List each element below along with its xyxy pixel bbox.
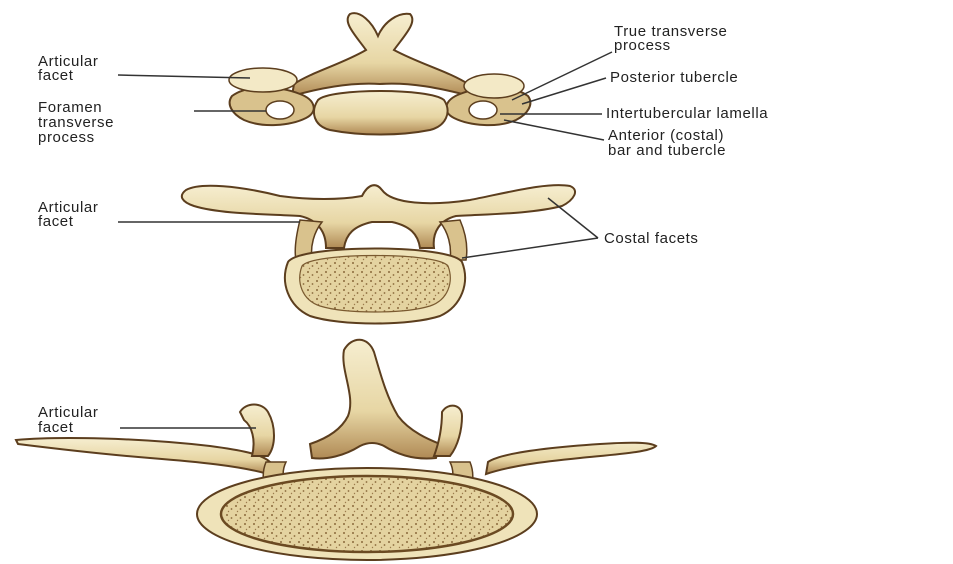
label-thoracic-articular-facet-line2: facet xyxy=(38,214,74,229)
lumbar-body-cancellous xyxy=(221,476,513,552)
leader-true-transverse xyxy=(512,52,612,100)
label-foramen-line1: Foramen xyxy=(38,100,102,115)
label-intertubercular-lamella: Intertubercular lamella xyxy=(606,106,768,121)
thoracic-body-cancellous xyxy=(300,256,451,313)
thoracic-vertebra xyxy=(182,185,575,323)
label-anterior-bar-line1: Anterior (costal) xyxy=(608,128,724,143)
label-foramen-line2: transverse xyxy=(38,115,114,130)
lumbar-right-articular-process xyxy=(434,406,462,456)
cervical-right-articular-facet xyxy=(464,74,524,98)
label-costal-facets: Costal facets xyxy=(604,231,699,246)
label-lumbar-articular-facet-line1: Articular xyxy=(38,405,98,420)
cervical-vertebral-body xyxy=(314,91,448,135)
cervical-vertebra xyxy=(229,13,530,134)
label-anterior-bar-line2: bar and tubercle xyxy=(608,143,726,158)
cervical-right-foramen xyxy=(469,101,497,119)
lumbar-left-articular-process xyxy=(240,405,274,457)
leader-costal-facet-lower xyxy=(462,238,598,258)
leader-posterior-tubercle xyxy=(522,78,606,104)
thoracic-posterior-arch xyxy=(182,185,575,248)
cervical-spinous-process xyxy=(292,13,470,96)
cervical-left-foramen xyxy=(266,101,294,119)
cervical-left-articular-facet xyxy=(229,68,297,92)
label-cervical-articular-facet-line2: facet xyxy=(38,68,74,83)
leader-anterior-bar xyxy=(504,120,604,140)
lumbar-spinous-process xyxy=(310,340,440,459)
label-lumbar-articular-facet-line2: facet xyxy=(38,420,74,435)
label-foramen-line3: process xyxy=(38,130,95,145)
label-posterior-tubercle: Posterior tubercle xyxy=(610,70,738,85)
leader-costal-facet-upper xyxy=(548,198,598,238)
lumbar-vertebra xyxy=(16,340,656,560)
label-true-transverse-line2: process xyxy=(614,38,671,53)
